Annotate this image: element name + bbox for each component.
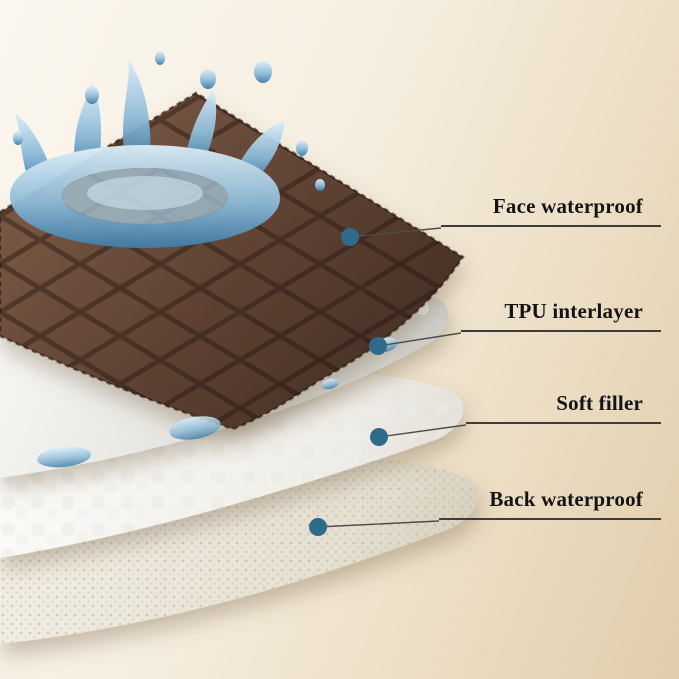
tpu-interlayer-leader-line	[377, 332, 462, 347]
back-waterproof-dot	[309, 518, 327, 536]
callout-dots	[309, 228, 388, 536]
soft-filler-dot	[370, 428, 388, 446]
back-waterproof-leader-line	[317, 520, 440, 528]
face-waterproof-dot	[341, 228, 359, 246]
soft-filler-leader-line	[378, 424, 467, 438]
tpu-interlayer-dot	[369, 337, 387, 355]
label-back-waterproof: Back waterproof	[439, 486, 661, 520]
label-tpu-interlayer-text: TPU interlayer	[504, 299, 643, 323]
label-back-waterproof-text: Back waterproof	[489, 487, 643, 511]
label-tpu-interlayer: TPU interlayer	[461, 298, 661, 332]
label-soft-filler-text: Soft filler	[556, 391, 643, 415]
leader-lines	[317, 227, 467, 528]
label-face-waterproof-text: Face waterproof	[492, 194, 643, 218]
label-soft-filler: Soft filler	[466, 390, 661, 424]
face-waterproof-leader-line	[349, 227, 442, 238]
water-splash	[10, 51, 325, 248]
label-face-waterproof: Face waterproof	[441, 193, 661, 227]
